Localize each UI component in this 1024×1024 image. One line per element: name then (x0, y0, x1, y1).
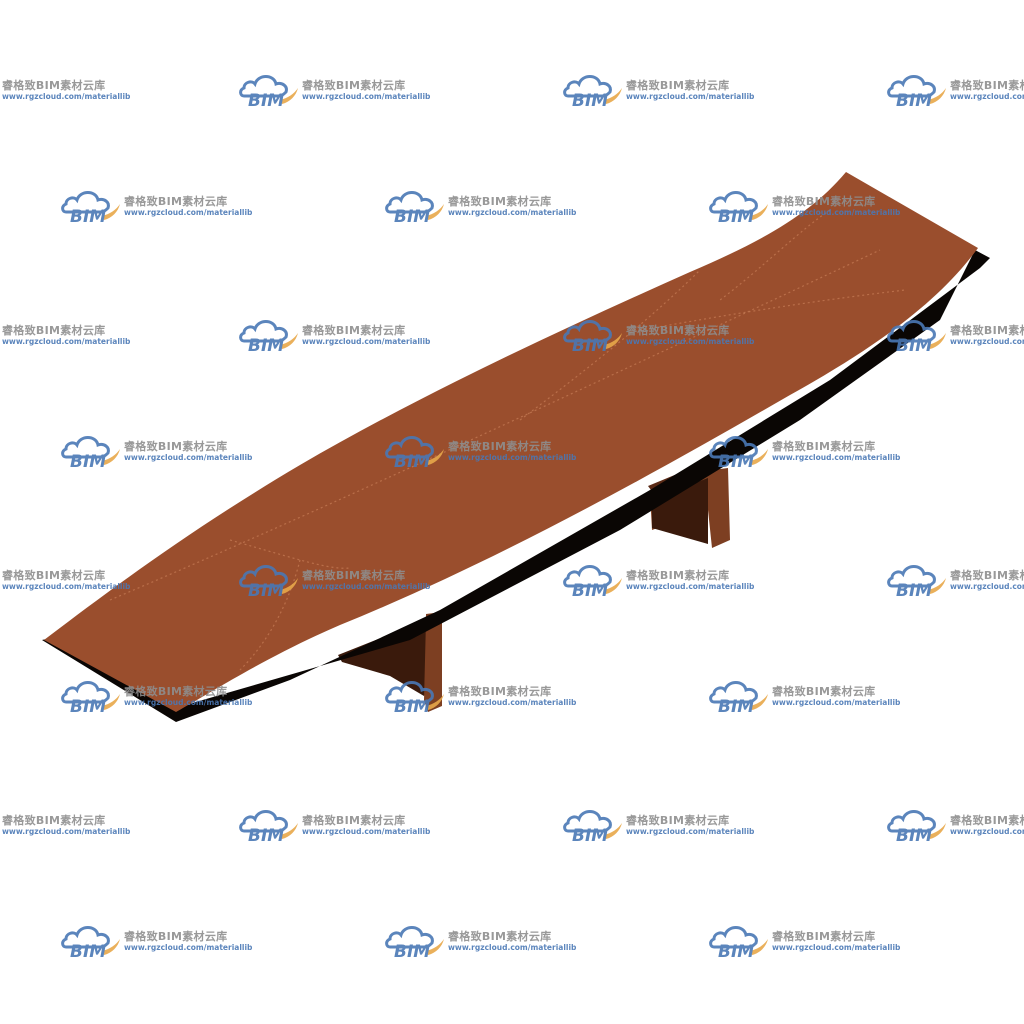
seam-diagonal-b (519, 269, 701, 421)
seam-diagonal-a (229, 539, 351, 569)
tabletop-surface (44, 172, 978, 712)
tabletop-seams (109, 209, 906, 671)
seam-diagonal-e (719, 209, 831, 301)
